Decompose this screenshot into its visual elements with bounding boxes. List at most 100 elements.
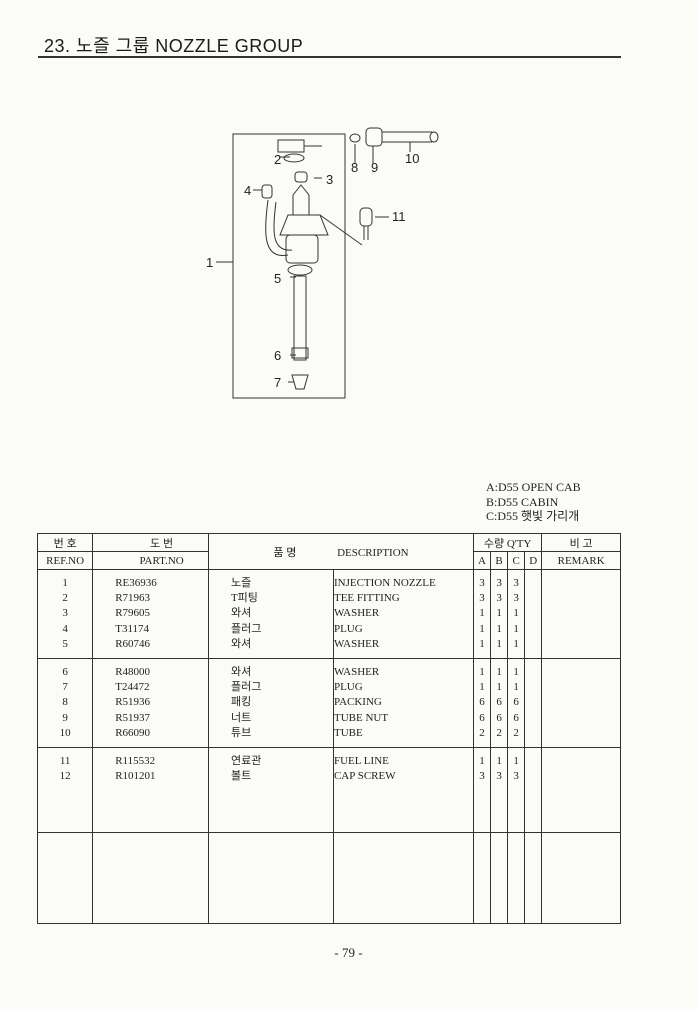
cell-d [524,695,543,711]
cell-c: 3 [507,576,526,592]
cab-legend-a: A:D55 OPEN CAB [486,480,581,494]
cell-c: 1 [507,665,526,681]
diagram-label-5: 5 [274,271,281,286]
cell-ref: 7 [36,680,94,696]
cell-remark [541,576,621,592]
cell-kor: 와셔 [207,665,334,681]
cell-desc: WASHER [332,665,474,681]
spacer-row [36,652,621,659]
cell-remark [541,621,621,637]
cell-ref: 4 [36,621,94,637]
cell-remark [541,695,621,711]
diagram-label-9: 9 [371,160,378,175]
cab-legend-c: C:D55 햇빛 가리개 [486,509,580,523]
qty-b-header: B [490,551,509,570]
cell-a: 1 [472,665,492,681]
diagram-label-4: 4 [244,183,251,198]
spacer-row [36,741,621,748]
diagram-label-11: 11 [392,209,406,224]
cell-c: 1 [507,680,526,696]
cell-b: 1 [490,636,509,653]
diagram-label-2: 2 [274,152,281,167]
cell-kor: 플러그 [207,680,334,696]
description-header: 품 명 DESCRIPTION [207,533,474,570]
cell-ref: 1 [36,576,94,592]
cell-part: R71963 [92,591,209,607]
cell-b: 1 [490,621,509,637]
spacer-row [36,832,621,925]
cell-desc: TEE FITTING [332,591,474,607]
qty-c-header: C [507,551,526,570]
cell-kor: 너트 [207,710,334,726]
cell-kor: 와셔 [207,606,334,622]
cell-desc: WASHER [332,606,474,622]
cell-ref: 5 [36,636,94,653]
cell-part: R101201 [92,769,209,785]
qty-a-header: A [472,551,492,570]
part-header: PART.NO [92,551,209,570]
cell-d [524,576,543,592]
cell-b: 6 [490,710,509,726]
cab-legend-b: B:D55 CABIN [486,494,559,509]
cell-d [524,636,543,653]
cell-a: 3 [472,591,492,607]
cell-kor: 볼트 [207,769,334,785]
cell-b: 1 [490,754,509,770]
cell-part: R60746 [92,636,209,653]
cell-remark [541,665,621,681]
cell-part: R51937 [92,710,209,726]
diagram-label-3: 3 [326,172,333,187]
cell-c: 1 [507,606,526,622]
cell-c: 3 [507,769,526,785]
cell-kor: 와셔 [207,636,334,653]
cell-kor: 노즐 [207,576,334,592]
cell-ref: 3 [36,606,94,622]
cell-b: 1 [490,665,509,681]
title-rule [38,56,621,58]
desc-header: DESCRIPTION [337,546,409,559]
cell-a: 2 [472,725,492,742]
cell-a: 3 [472,769,492,785]
diagram-label-10: 10 [405,151,419,166]
cell-d [524,769,543,785]
cell-desc: TUBE NUT [332,710,474,726]
cell-c: 2 [507,725,526,742]
cell-desc: CAP SCREW [332,769,474,785]
cell-ref: 12 [36,769,94,785]
cell-a: 1 [472,636,492,653]
cell-c: 6 [507,710,526,726]
cell-remark [541,680,621,696]
cell-desc: PLUG [332,621,474,637]
cell-kor: 플러그 [207,621,334,637]
cell-d [524,754,543,770]
cell-desc: WASHER [332,636,474,653]
cell-kor: 튜브 [207,725,334,742]
nozzle-exploded-diagram: 1 2 3 4 5 6 7 8 9 10 11 [206,127,439,399]
part-header-kor: 도 번 [92,533,209,552]
cell-d [524,710,543,726]
spacer-row [36,784,621,834]
cell-remark [541,606,621,622]
qty-header: 수량 Q'TY [472,533,543,552]
cell-b: 1 [490,680,509,696]
spacer-row [36,658,621,666]
parts-table: 번 호 도 번 품 명 DESCRIPTION 수량 Q'TY 비 고 REF.… [36,533,621,925]
cell-part: RE36936 [92,576,209,592]
cell-a: 6 [472,710,492,726]
cell-ref: 2 [36,591,94,607]
cell-d [524,680,543,696]
cell-part: R48000 [92,665,209,681]
cell-c: 1 [507,636,526,653]
cell-desc: TUBE [332,725,474,742]
diagram-label-7: 7 [274,375,281,390]
remark-header: REMARK [541,551,621,570]
diagram-label-1: 1 [206,255,213,270]
